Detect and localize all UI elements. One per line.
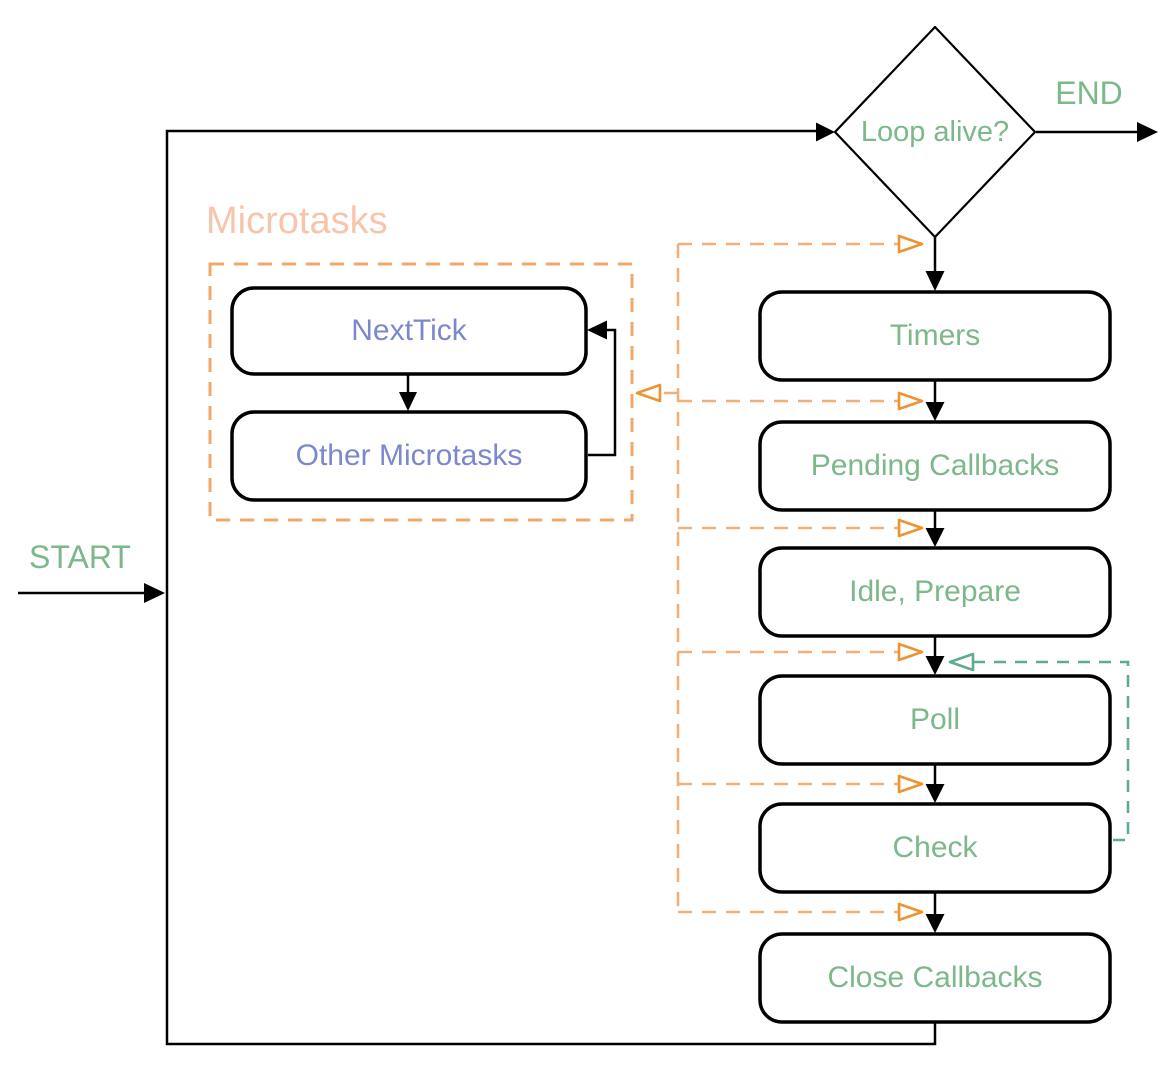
orange-arrowhead-icon <box>897 642 924 662</box>
start-arrowhead-icon <box>144 583 165 603</box>
orange-arrowhead-icon <box>897 391 924 411</box>
phase-box-idle-prepare <box>758 546 1112 638</box>
arrowhead-pending-icon <box>925 402 945 421</box>
phase-box-poll <box>758 674 1112 766</box>
arrowhead-idle-icon <box>925 528 945 547</box>
phase-box-timers <box>758 290 1112 382</box>
arrowhead-into-decision-icon <box>816 122 835 142</box>
phase-box-check <box>758 802 1112 894</box>
microtask-return-line <box>588 328 617 457</box>
orange-arrowhead-icon <box>897 518 924 538</box>
orange-arrowhead-icon <box>897 234 924 254</box>
arrowhead-close-icon <box>925 914 945 933</box>
arrowhead-poll-icon <box>925 656 945 675</box>
main-loop-line <box>165 129 937 1046</box>
nexttick-box <box>230 286 588 376</box>
phase-box-pending-callbacks <box>758 420 1112 512</box>
arrowhead-nexttick-icon <box>587 320 607 340</box>
arrowhead-timers-icon <box>925 271 945 291</box>
other-microtasks-box <box>230 410 588 502</box>
decision-diamond <box>833 25 1037 239</box>
end-arrowhead-icon <box>1137 122 1158 142</box>
orange-arrowhead-icon <box>897 774 924 794</box>
microtasks-container <box>208 262 634 522</box>
orange-arrowhead-left-icon <box>635 383 662 403</box>
phase-box-close-callbacks <box>758 932 1112 1024</box>
check-to-poll-return-line <box>973 660 1130 842</box>
orange-arrowhead-icon <box>897 902 924 922</box>
arrowhead-other-microtasks-icon <box>399 392 417 411</box>
arrowhead-check-icon <box>925 784 945 803</box>
teal-arrowhead-icon <box>948 652 975 672</box>
microtask-connector-lines <box>657 242 900 914</box>
